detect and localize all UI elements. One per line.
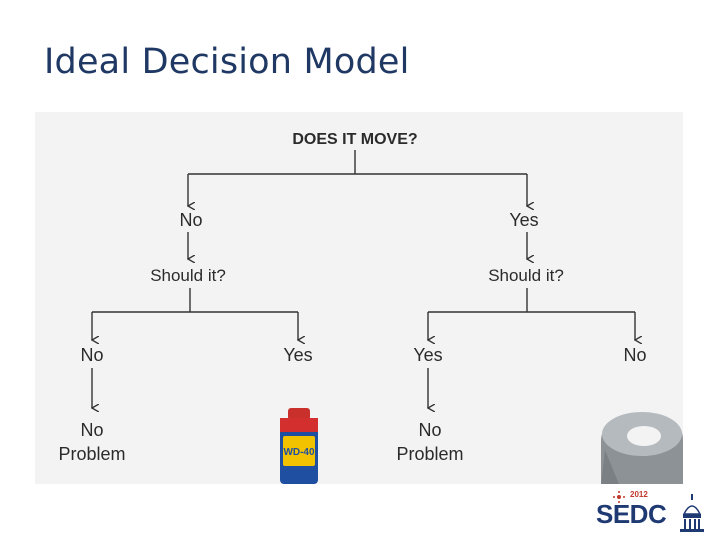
- question-label: DOES IT MOVE?: [292, 131, 417, 148]
- connector-lines: [92, 150, 635, 408]
- decision-diagram: DOES IT MOVE? No Yes Should it? Should i…: [35, 112, 683, 484]
- slide-title: Ideal Decision Model: [44, 42, 410, 82]
- right-no-label: No: [623, 345, 646, 365]
- wd40-can-icon: WD-40: [280, 408, 318, 484]
- branch-yes-label: Yes: [509, 210, 538, 230]
- left-yes-label: Yes: [283, 345, 312, 365]
- right-yes-label: Yes: [413, 345, 442, 365]
- sedc-logo: 2012 SEDC: [594, 488, 706, 536]
- left-result-line1: No: [80, 420, 103, 440]
- logo-year: 2012: [630, 490, 648, 499]
- right-result-line1: No: [418, 420, 441, 440]
- duct-tape-icon: [601, 412, 683, 484]
- logo-text: SEDC: [596, 499, 667, 529]
- left-result-line2: Problem: [58, 444, 125, 464]
- branch-no-label: No: [179, 210, 202, 230]
- capitol-dome-icon: [680, 494, 704, 532]
- right-result-line2: Problem: [396, 444, 463, 464]
- left-no-label: No: [80, 345, 103, 365]
- right-should-label: Should it?: [488, 266, 564, 285]
- left-should-label: Should it?: [150, 266, 226, 285]
- star-burst-icon: [613, 491, 625, 503]
- decision-tree-svg: DOES IT MOVE? No Yes Should it? Should i…: [58, 131, 683, 484]
- can-label: WD-40: [283, 447, 315, 458]
